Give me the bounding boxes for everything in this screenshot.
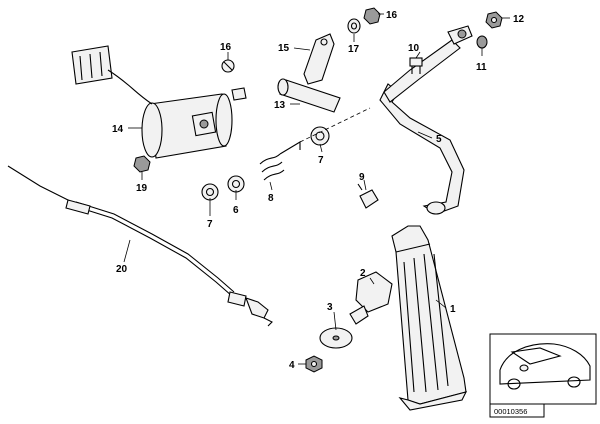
callout-1: 1 [450,304,456,315]
callout-6: 6 [233,205,239,216]
callout-5: 5 [436,134,442,145]
callout-12: 12 [513,14,525,25]
callout-17: 17 [348,44,360,55]
nut-11[interactable] [476,35,488,49]
electrical-connector[interactable] [71,45,153,105]
callout-2: 2 [360,268,366,279]
callout-4: 4 [289,360,295,371]
callout-20: 20 [116,264,128,275]
spring-8[interactable] [259,141,301,181]
nut-16-top[interactable] [363,7,381,25]
vehicle-location-inset: 00010356 [489,333,597,418]
nut-4[interactable] [305,355,323,373]
throttle-actuator[interactable] [141,87,247,159]
callout-11: 11 [476,62,487,73]
sensor-2[interactable] [349,271,393,325]
leader-lines [123,13,510,365]
nut-19[interactable] [133,155,151,173]
bushing-7-right[interactable] [310,126,330,146]
bushing-6[interactable] [227,175,245,193]
pedal-arm[interactable] [379,39,465,215]
nut-12[interactable] [485,11,503,29]
callout-7-left: 7 [207,219,213,230]
accelerator-cable[interactable] [7,165,273,327]
callout-19: 19 [136,183,148,194]
bracket-top[interactable] [447,25,473,45]
callout-14: 14 [112,124,124,135]
callout-10: 10 [408,43,420,54]
callout-3: 3 [327,302,333,313]
washer-3[interactable] [319,327,353,349]
callout-16-left: 16 [220,42,232,53]
lever-15[interactable] [303,33,335,85]
bushing-7-left[interactable] [201,183,219,201]
stop-9[interactable] [357,183,379,209]
callout-13: 13 [274,100,286,111]
shaft-13[interactable] [277,78,341,113]
callout-15: 15 [278,43,290,54]
callout-16-top: 16 [386,10,398,21]
callout-8: 8 [268,193,274,204]
callout-7-right: 7 [318,155,324,166]
callout-9: 9 [359,172,365,183]
bolt-16-left[interactable] [221,59,235,73]
accelerator-pedal[interactable] [391,225,468,411]
assembly-axis [299,107,371,143]
inset-code: 00010356 [494,407,527,416]
washer-17[interactable] [347,18,361,34]
